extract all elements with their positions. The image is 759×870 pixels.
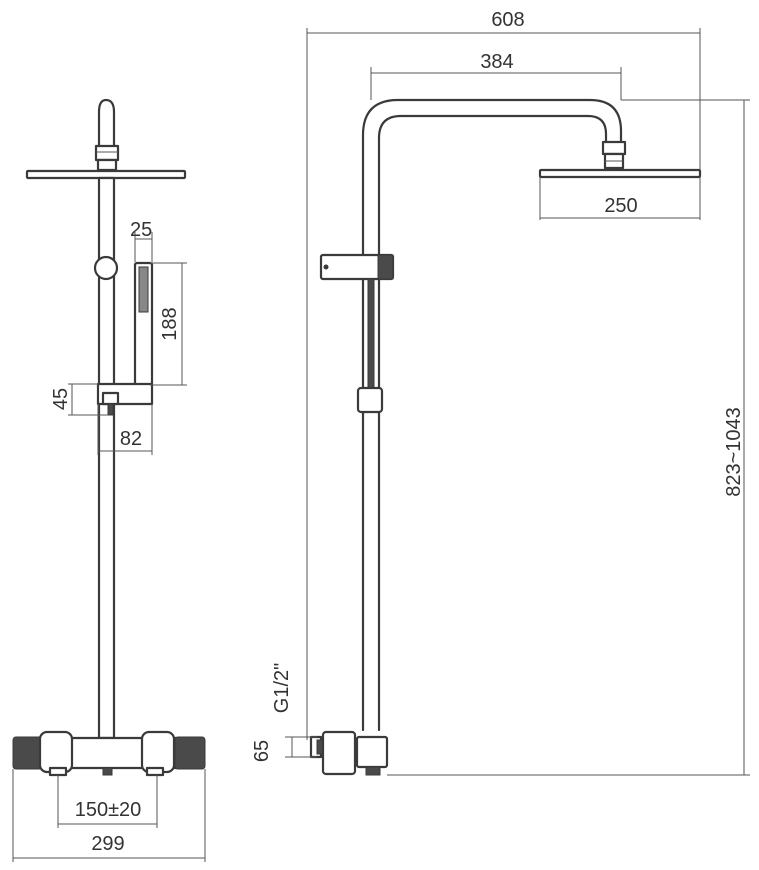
dim-head-diameter: 250 [604, 195, 637, 217]
dim-inlet-height: 65 [251, 740, 273, 762]
dim-inlet-spacing: 150±20 [75, 799, 142, 821]
side-top-arm-inner [377, 114, 608, 732]
dim-hand-shower-width: 25 [130, 219, 152, 241]
front-view [12, 98, 206, 777]
dim-inlet-thread: G1/2" [271, 663, 293, 713]
side-mixer-body [321, 730, 357, 776]
dim-holder-depth: 82 [120, 428, 142, 450]
front-mixer-right-end [174, 736, 206, 770]
front-mixer-right-cap [140, 730, 176, 774]
front-mixer-outlet [102, 767, 113, 776]
front-mixer-right-leg [145, 766, 165, 777]
dim-hand-shower-length: 188 [159, 307, 181, 340]
side-head-plate [538, 168, 702, 179]
front-hand-shower-nozzles [138, 266, 149, 313]
front-diverter-lever [107, 403, 114, 416]
side-slider-dot [323, 264, 329, 270]
side-mixer-outlet [365, 766, 381, 776]
side-top-arm [361, 98, 623, 732]
front-hose-connector-inner [101, 391, 120, 406]
side-head-connector [601, 140, 627, 156]
dim-height-range: 823~1043 [723, 407, 745, 497]
front-connector-nut [94, 144, 120, 162]
dim-mixer-width: 299 [91, 833, 124, 855]
front-dimensions: 25 188 45 82 150±20 299 [12, 219, 206, 862]
side-mixer-bracket [355, 735, 389, 769]
side-slider-clamp [377, 254, 394, 280]
side-view [309, 98, 702, 776]
dim-overall-width: 608 [491, 9, 524, 31]
front-connector-nut-lower [96, 158, 118, 172]
side-dimensions: 608 384 250 823~1043 G1/2" 65 [251, 9, 750, 776]
side-hose-holder [356, 386, 384, 414]
front-mixer-left-leg [48, 766, 68, 777]
front-arm-gooseneck [97, 98, 116, 150]
front-mixer-left-cap [38, 730, 74, 774]
side-hand-shower [367, 278, 375, 390]
dim-arm-length: 384 [480, 51, 513, 73]
front-slider-knob [93, 255, 119, 281]
dim-holder-height: 45 [50, 388, 72, 410]
